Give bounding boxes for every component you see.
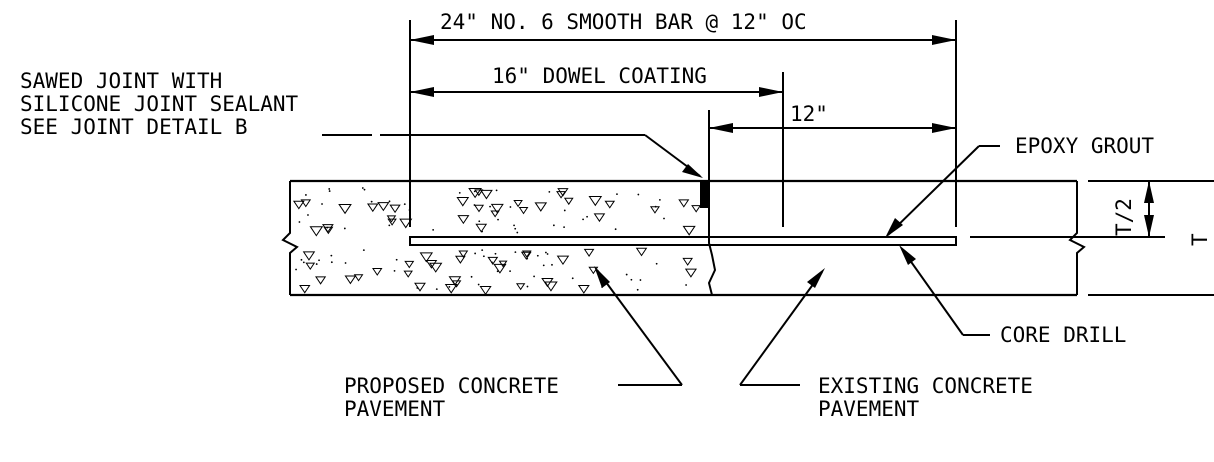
dimension-dowel-coating: 16" DOWEL COATING xyxy=(410,64,784,227)
proposed-concrete-line-2: PAVEMENT xyxy=(344,397,446,421)
callout-core-drill: CORE DRILL xyxy=(899,245,1126,347)
dimension-thickness: T/2 T xyxy=(970,180,1214,296)
joint-sealant xyxy=(700,181,709,208)
dowel-bar xyxy=(409,236,957,246)
callout-epoxy-grout: EPOXY GROUT xyxy=(885,134,1154,238)
sawed-joint-line-3: SEE JOINT DETAIL B xyxy=(20,115,248,139)
callout-existing-concrete: EXISTING CONCRETE PAVEMENT xyxy=(739,268,1033,421)
existing-concrete-line-2: PAVEMENT xyxy=(818,397,920,421)
half-thickness-label: T/2 xyxy=(1112,198,1136,236)
existing-concrete-line-1: EXISTING CONCRETE xyxy=(818,374,1033,398)
overall-bar-label: 24" NO. 6 SMOOTH BAR @ 12" OC xyxy=(440,10,807,34)
callout-proposed-concrete: PROPOSED CONCRETE PAVEMENT xyxy=(344,266,683,421)
slab-outline xyxy=(281,179,1086,297)
embedment-label: 12" xyxy=(790,102,828,126)
callout-sawed-joint: SAWED JOINT WITH SILICONE JOINT SEALANT … xyxy=(20,69,703,178)
sawed-joint-line-2: SILICONE JOINT SEALANT xyxy=(20,92,299,116)
dowel-coating-label: 16" DOWEL COATING xyxy=(492,64,707,88)
epoxy-grout-label: EPOXY GROUT xyxy=(1015,134,1154,158)
core-drill-label: CORE DRILL xyxy=(1000,323,1126,347)
thickness-label: T xyxy=(1188,233,1212,246)
proposed-concrete-stipple xyxy=(292,187,702,296)
sawed-joint-line-1: SAWED JOINT WITH xyxy=(20,69,222,93)
dimension-overall-bar: 24" NO. 6 SMOOTH BAR @ 12" OC xyxy=(409,10,957,227)
proposed-concrete-line-1: PROPOSED CONCRETE xyxy=(344,374,559,398)
dimension-embedment: 12" xyxy=(708,102,956,181)
